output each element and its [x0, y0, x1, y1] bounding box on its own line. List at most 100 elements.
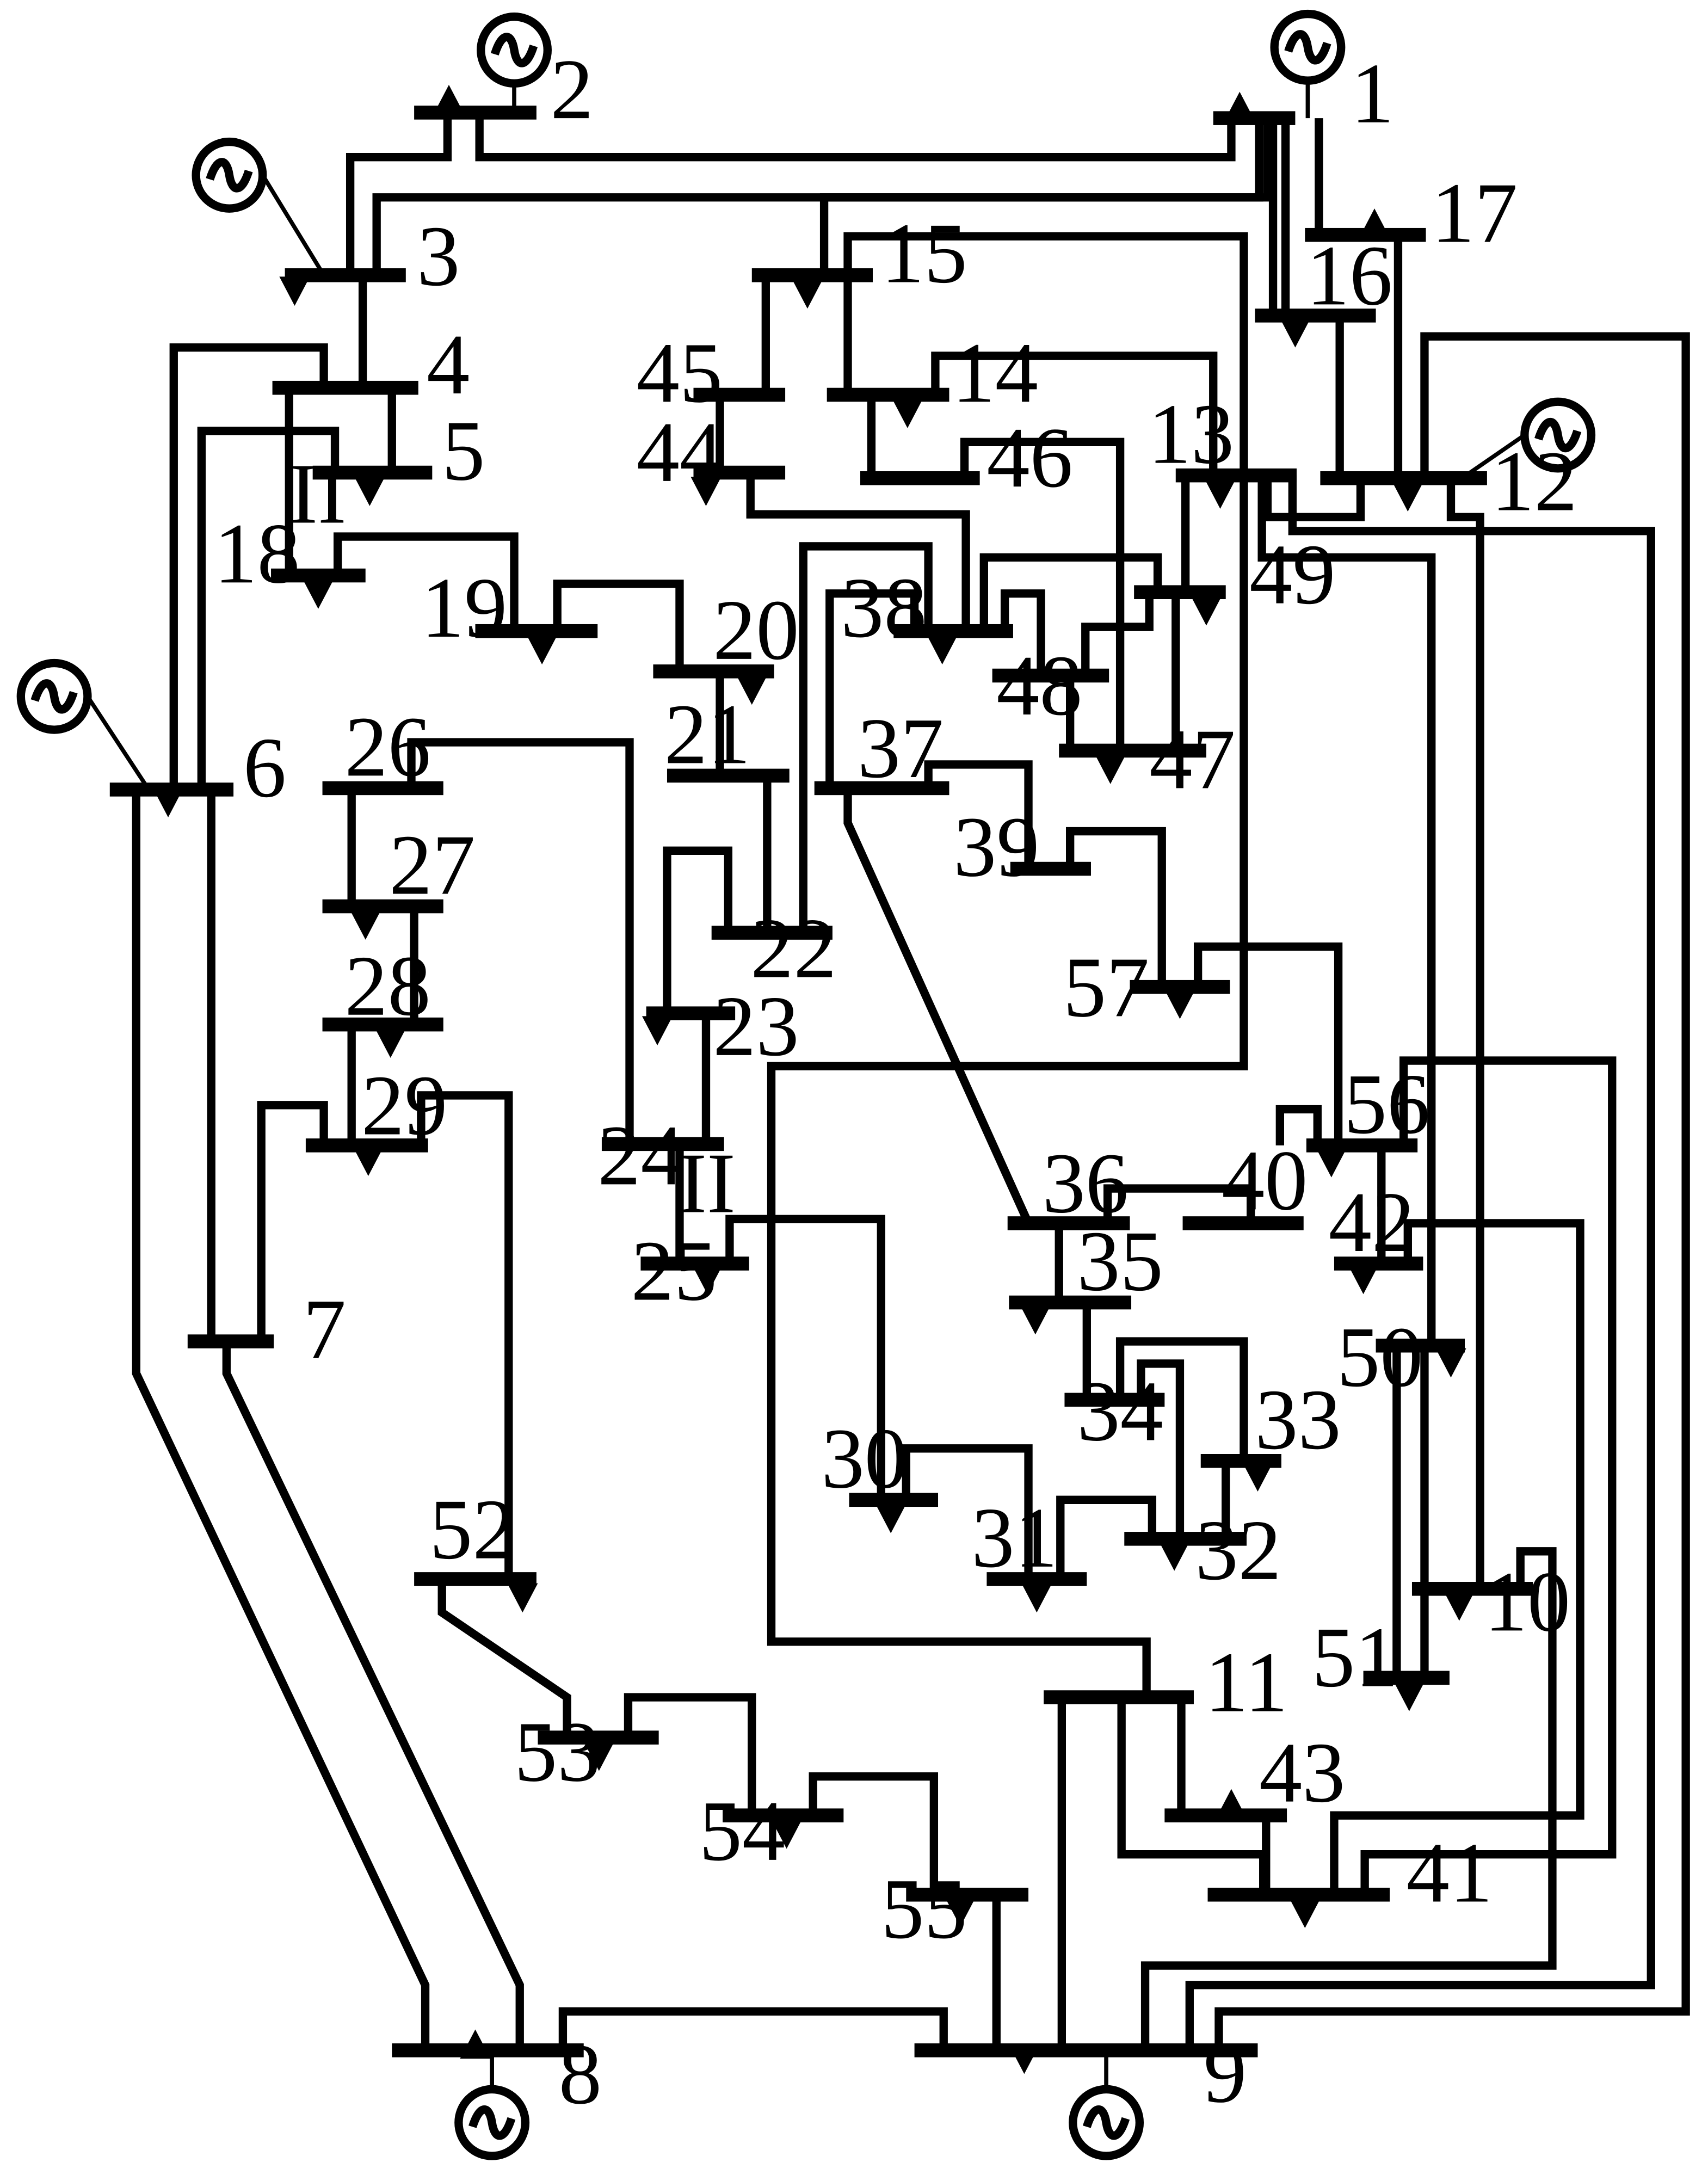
load-arrow-icon-2 — [354, 477, 385, 506]
load-arrow-icon-4 — [303, 580, 334, 609]
bus-15 — [751, 268, 873, 282]
bus-1 — [1213, 111, 1296, 125]
line-15 — [333, 532, 519, 631]
line-36 — [843, 788, 1033, 1225]
line-77 — [960, 438, 1125, 751]
bus-46 — [860, 471, 980, 485]
load-arrow-icon-34 — [771, 1819, 802, 1849]
line-22 — [407, 738, 634, 1144]
line-56 — [222, 1341, 524, 2050]
bus-label-8: 8 — [559, 2027, 602, 2122]
bus-label-9: 9 — [1204, 2025, 1247, 2121]
bus-4 — [272, 380, 418, 395]
line-19 — [663, 846, 733, 1014]
bus-label-27: 27 — [389, 818, 475, 913]
bus-53 — [538, 1730, 659, 1745]
line-11 — [169, 343, 328, 790]
load-arrow-icon-10 — [375, 1028, 406, 1058]
load-arrow-icon-25 — [690, 477, 722, 506]
load-arrow-icon-21 — [1392, 482, 1423, 512]
bus-31 — [986, 1572, 1087, 1586]
load-arrow-icon-20 — [1205, 479, 1236, 509]
bus-label-41: 41 — [1407, 1826, 1493, 1921]
bus-label-57: 57 — [1063, 940, 1149, 1035]
load-arrow-icon-35 — [945, 1897, 976, 1927]
bus-label-20: 20 — [713, 583, 799, 678]
load-arrow-icon-16 — [1020, 1305, 1051, 1335]
bus-label-45: 45 — [637, 325, 723, 421]
line-54 — [132, 789, 430, 2050]
bus-label-39: 39 — [953, 799, 1039, 895]
bus-43 — [1164, 1808, 1287, 1822]
line-16 — [553, 580, 684, 671]
bus-11 — [1044, 1690, 1194, 1704]
bus-21 — [667, 768, 790, 783]
line-41 — [1275, 1105, 1322, 1145]
line-58 — [1140, 1547, 1557, 2050]
bus-label-55: 55 — [881, 1862, 967, 1957]
generator-lead-3 — [261, 174, 326, 276]
bus-label-47: 47 — [1149, 712, 1235, 807]
generator-icon-bus-9 — [1069, 2050, 1144, 2160]
bus-14 — [827, 387, 949, 402]
bus-17 — [1305, 227, 1426, 242]
load-arrow-icon-36 — [1290, 1899, 1321, 1929]
bus-label-46: 46 — [986, 410, 1072, 506]
transformer-mark-1: II — [289, 446, 346, 541]
bus-bars — [109, 106, 1533, 2057]
bus-57 — [1130, 979, 1230, 994]
sine-wave-icon — [206, 158, 253, 193]
load-arrow-icon-29 — [1444, 1591, 1475, 1621]
line-2 — [346, 112, 452, 275]
bus-label-10: 10 — [1484, 1554, 1570, 1649]
bus-label-11: 11 — [1205, 1635, 1287, 1730]
bus-label-43: 43 — [1259, 1726, 1345, 1821]
line-72 — [1000, 589, 1045, 676]
line-43 — [1360, 1056, 1617, 1895]
bus-8 — [392, 2043, 584, 2057]
generator-lead-12 — [1460, 433, 1526, 480]
line-39 — [1066, 827, 1166, 987]
bus-22 — [711, 926, 833, 940]
line-44 — [1330, 1219, 1584, 1895]
line-32 — [1137, 1359, 1185, 1539]
line-27 — [417, 1091, 513, 1579]
line-46 — [1117, 1697, 1268, 1895]
bus-label-13: 13 — [1148, 387, 1234, 482]
load-arrow-icon-23 — [892, 399, 923, 428]
sine-wave-icon — [468, 2105, 516, 2140]
line-62 — [1257, 475, 1436, 1346]
bus-6 — [109, 783, 234, 797]
bus-label-3: 3 — [417, 209, 460, 304]
bus-38 — [893, 624, 1013, 638]
load-arrow-icon-14 — [1159, 1541, 1190, 1571]
bus-5 — [312, 465, 433, 480]
load-arrow-icon-28 — [1435, 1348, 1466, 1378]
sine-wave-icon — [1284, 30, 1331, 65]
bus-label-49: 49 — [1249, 527, 1335, 623]
line-59 — [1185, 475, 1655, 2050]
load-arrow-icon-19 — [1191, 596, 1222, 626]
bus-52 — [414, 1572, 537, 1586]
bus-label-5: 5 — [442, 403, 485, 498]
line-4 — [372, 118, 1263, 275]
bus-18 — [271, 568, 366, 583]
line-71 — [979, 553, 1162, 631]
load-arrow-icon-9 — [350, 910, 381, 940]
load-arrow-icon-17 — [927, 635, 958, 665]
bus-23 — [646, 1006, 736, 1020]
load-arrow-icon-30 — [1393, 1681, 1425, 1711]
bus-label-52: 52 — [429, 1482, 515, 1578]
line-37 — [1103, 1184, 1255, 1223]
bus-49 — [1134, 585, 1226, 599]
load-arrow-icon-26 — [1316, 1148, 1347, 1178]
line-40 — [1193, 942, 1343, 1145]
load-arrow-icon-12 — [875, 1504, 907, 1533]
line-33 — [1115, 1337, 1248, 1461]
bus-36 — [1007, 1216, 1130, 1230]
bus-51 — [1363, 1671, 1450, 1685]
bus-56 — [1306, 1138, 1418, 1153]
generator-icon-bus-1 — [1270, 9, 1346, 119]
bus-29 — [305, 1138, 428, 1153]
